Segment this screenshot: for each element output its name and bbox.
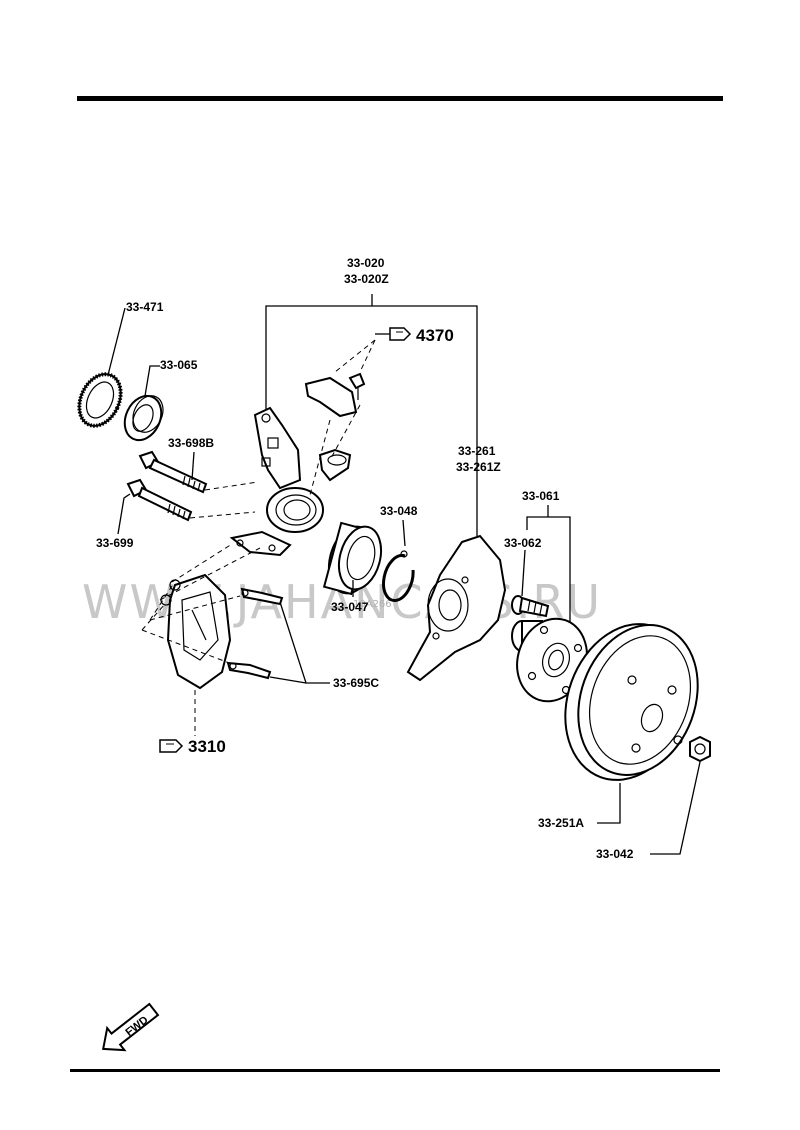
label-33-065: 33-065: [160, 358, 198, 372]
knuckle-bolt-upper: [138, 450, 208, 494]
pad-clip-lower: [226, 661, 272, 680]
label-33-047: 33-047: [331, 600, 369, 614]
knuckle-bolt-lower: [126, 478, 193, 522]
ref-marker-3310-icon: [159, 739, 184, 753]
ref-3310-label: 3310: [188, 737, 226, 756]
brake-disc: [564, 623, 699, 781]
label-33-261z: 33-261Z: [456, 460, 501, 474]
bracket-4370: [304, 372, 366, 418]
label-33-020z: 33-020Z: [344, 272, 389, 286]
hub-bolt: [511, 595, 550, 618]
label-33-042: 33-042: [596, 847, 634, 861]
wheel-bearing: [322, 521, 383, 596]
fwd-arrow-icon: [102, 1002, 160, 1052]
bottom-rule: [70, 1069, 720, 1072]
ref-marker-4370-icon: [389, 327, 412, 341]
label-33-062: 33-062: [504, 536, 542, 550]
dust-cover: [406, 534, 507, 682]
label-33-061: 33-061: [522, 489, 560, 503]
oil-seal: [123, 394, 164, 442]
watermark-small: 10A266: [353, 599, 392, 610]
abs-sensor-ring: [77, 372, 123, 428]
snap-ring: [382, 550, 415, 602]
wheel-nut: [689, 735, 711, 763]
wheel-hub: [511, 617, 588, 703]
label-33-048: 33-048: [380, 504, 418, 518]
label-33-261: 33-261: [458, 444, 496, 458]
ref-4370-label: 4370: [416, 326, 454, 345]
label-33-699: 33-699: [96, 536, 134, 550]
label-33-471: 33-471: [126, 300, 164, 314]
label-33-695c: 33-695C: [333, 676, 379, 690]
label-33-698b: 33-698B: [168, 436, 214, 450]
steering-knuckle: [229, 406, 352, 557]
label-33-020: 33-020: [347, 256, 385, 270]
leader-lines: [107, 294, 701, 855]
top-rule: [77, 96, 723, 101]
assembly-dashed-lines: [141, 339, 376, 736]
label-33-251a: 33-251A: [538, 816, 584, 830]
